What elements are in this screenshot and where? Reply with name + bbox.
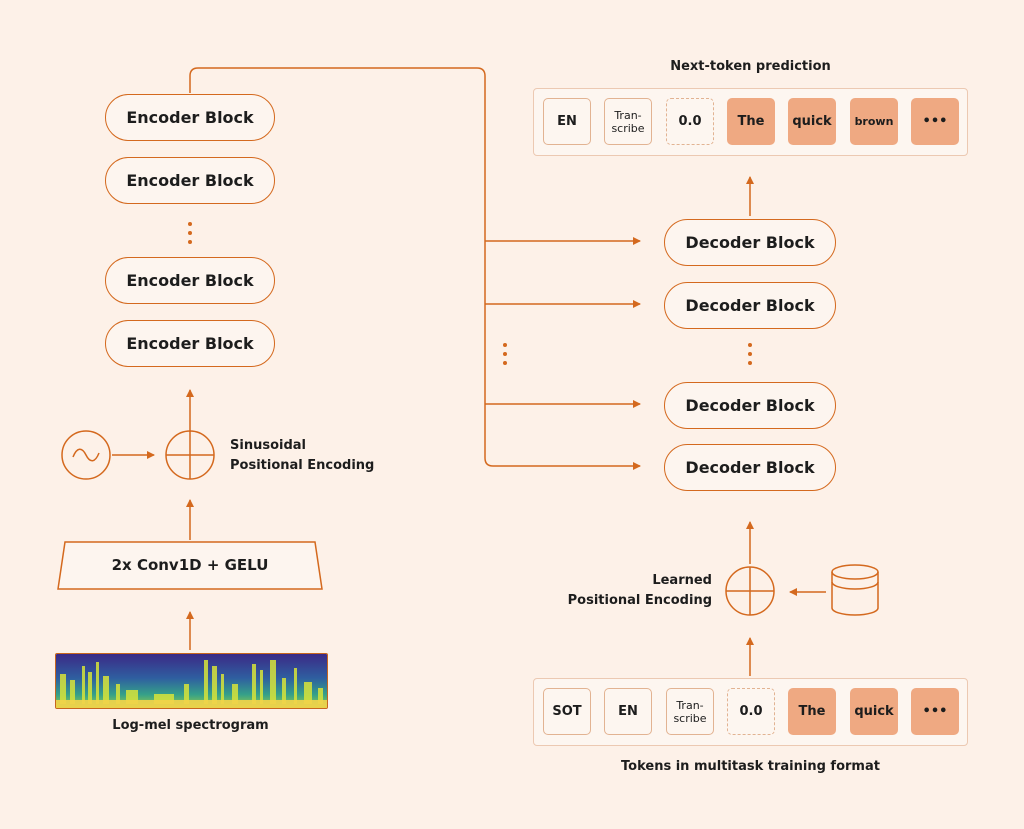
database-icon [831,564,879,616]
encoder-output-line [189,67,641,470]
pe-label-line2: Positional Encoding [230,458,375,473]
training-token: 0.0 [727,688,775,735]
learned-pe-label: Learned Positional Encoding [560,571,712,611]
encoder-block: Encoder Block [105,157,275,204]
training-token: EN [604,688,652,735]
pe-label-line1: Learned [652,573,712,588]
training-token: ••• [911,688,959,735]
pe-label-line1: Sinusoidal [230,438,306,453]
spectrogram-image [55,653,328,709]
prediction-token: ••• [911,98,959,145]
training-token: The [788,688,836,735]
ellipsis-dots [747,343,753,370]
prediction-token: quick [788,98,836,145]
training-title: Tokens in multitask training format [621,759,880,774]
ellipsis-dots [502,343,508,370]
spectrogram-label: Log-mel spectrogram [112,718,269,733]
training-token: quick [850,688,898,735]
conv-block-label: 2x Conv1D + GELU [111,556,269,574]
prediction-title: Next-token prediction [670,59,831,74]
prediction-token: EN [543,98,591,145]
prediction-token: Tran- scribe [604,98,652,145]
add-circle-icon [725,566,775,616]
prediction-token: brown [850,98,898,145]
decoder-block: Decoder Block [664,219,836,266]
add-circle-icon [165,430,215,480]
prediction-token: The [727,98,775,145]
encoder-block: Encoder Block [105,94,275,141]
pe-label-line2: Positional Encoding [567,593,712,608]
decoder-block: Decoder Block [664,444,836,491]
sinusoidal-pe-label: Sinusoidal Positional Encoding [230,436,374,476]
prediction-token: 0.0 [666,98,714,145]
conv-block-shape [57,541,323,590]
sine-wave-icon [61,430,111,480]
encoder-block: Encoder Block [105,320,275,367]
encoder-block: Encoder Block [105,257,275,304]
ellipsis-dots [187,222,193,249]
training-token: Tran- scribe [666,688,714,735]
decoder-block: Decoder Block [664,382,836,429]
decoder-block: Decoder Block [664,282,836,329]
training-token: SOT [543,688,591,735]
